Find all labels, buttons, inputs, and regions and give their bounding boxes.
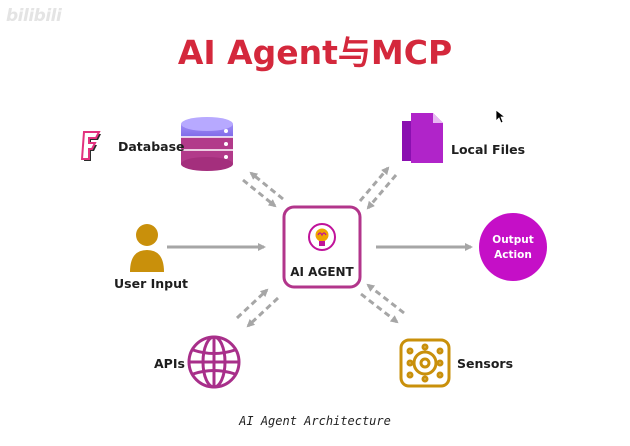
arrow-files-agent	[358, 166, 398, 210]
ai-agent-label: AI AGENT	[290, 265, 354, 279]
sensor-chip-icon	[399, 338, 451, 388]
files-icon	[402, 113, 443, 163]
arrow-apis-agent	[235, 288, 280, 328]
cursor-icon	[496, 110, 506, 124]
user-input-label: User Input	[114, 276, 188, 291]
page-title: AI Agent与MCP	[177, 33, 453, 72]
bilibili-watermark: bilibili	[6, 6, 62, 26]
user-icon	[130, 224, 164, 272]
figma-like-logo-icon	[80, 131, 101, 161]
lightbulb-brain-icon	[308, 223, 336, 251]
output-action-circle	[479, 213, 547, 281]
database-label: Database	[118, 139, 185, 154]
ai-agent-box	[282, 205, 362, 289]
globe-icon	[187, 335, 241, 389]
apis-label: APIs	[154, 356, 185, 371]
output-action-label-1: Output	[492, 234, 533, 246]
diagram-caption: AI Agent Architecture	[239, 414, 391, 428]
sensors-label: Sensors	[457, 356, 514, 371]
local-files-label: Local Files	[451, 142, 526, 157]
arrow-db-agent	[242, 171, 284, 208]
database-icon	[181, 117, 233, 171]
output-action-label-2: Action	[494, 249, 532, 261]
arrow-sensors-agent	[360, 283, 405, 324]
